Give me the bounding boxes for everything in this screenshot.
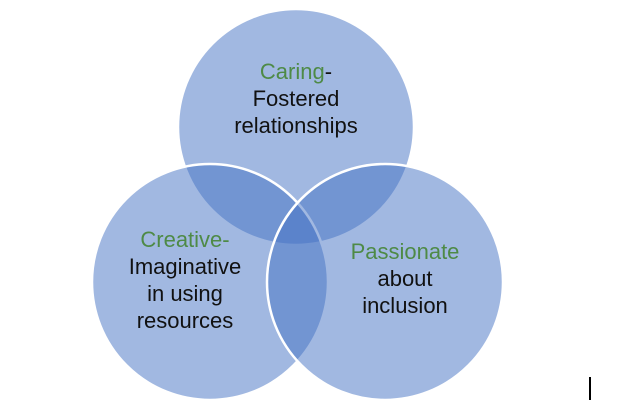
caring-label: Caring- Fostered relationships bbox=[196, 58, 396, 139]
creative-line: in using bbox=[147, 281, 223, 306]
passionate-label: Passionate about inclusion bbox=[305, 238, 505, 319]
creative-line: resources bbox=[136, 308, 234, 333]
passionate-keyword: Passionate bbox=[350, 239, 460, 264]
caring-line: relationships bbox=[234, 113, 358, 138]
creative-keyword: Creative- bbox=[140, 227, 230, 252]
creative-line: Imaginative bbox=[128, 254, 242, 279]
creative-label: Creative- Imaginative in using resources bbox=[85, 226, 285, 334]
passionate-line: about bbox=[377, 266, 433, 291]
text-cursor bbox=[589, 377, 591, 400]
passionate-line: inclusion bbox=[362, 293, 448, 318]
caring-dash: - bbox=[324, 59, 333, 84]
caring-keyword: Caring bbox=[259, 59, 325, 84]
caring-line: Fostered bbox=[252, 86, 340, 111]
circle-passionate bbox=[265, 162, 505, 402]
